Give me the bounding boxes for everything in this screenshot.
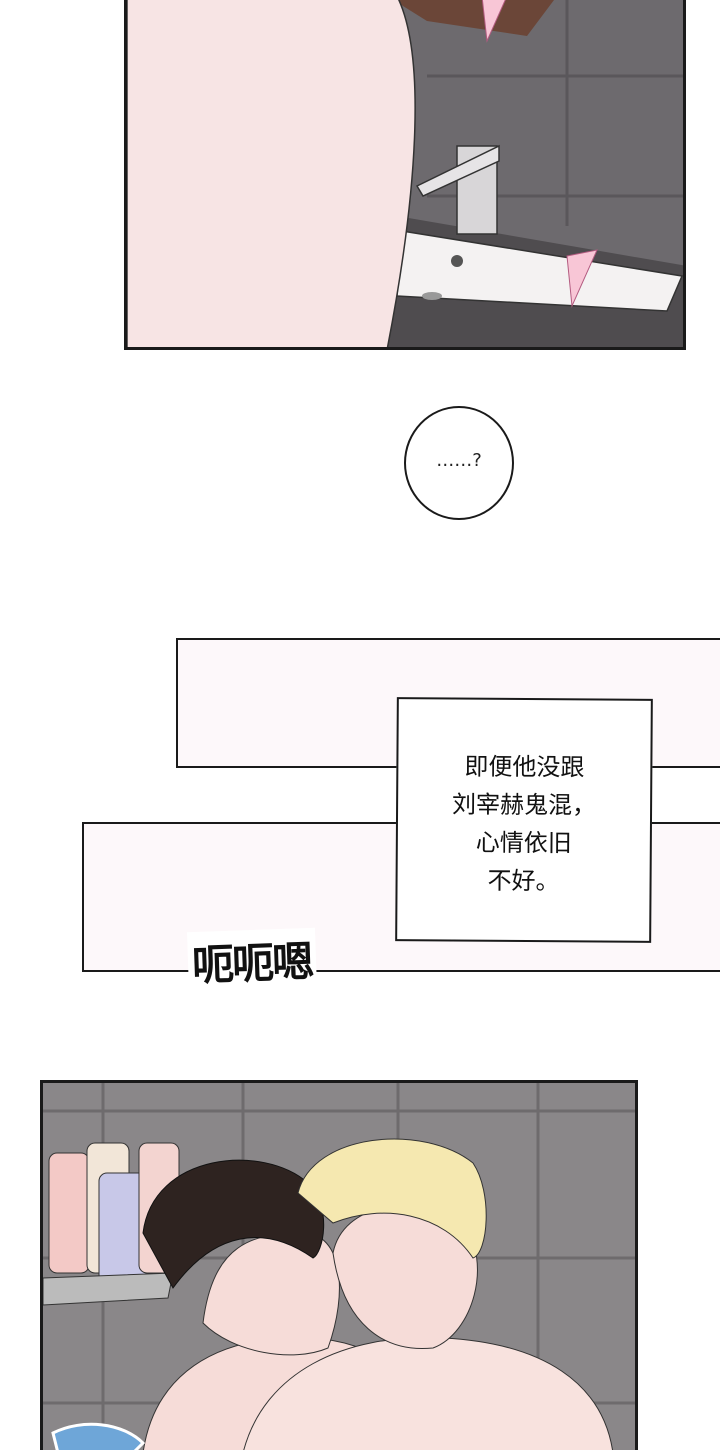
panel-bathroom-sink bbox=[124, 0, 686, 350]
shower-kiss-illustration bbox=[43, 1083, 635, 1450]
narration-line: 即便他没跟 bbox=[464, 752, 585, 782]
speech-bubble: ……? bbox=[404, 406, 514, 520]
sound-effect: 呃呃嗯 bbox=[186, 927, 318, 994]
narration-box: 即便他没跟 刘宰赫鬼混， 心情依旧 不好。 bbox=[395, 697, 653, 943]
bathroom-sink-illustration bbox=[127, 0, 683, 347]
narration-line: 刘宰赫鬼混， bbox=[452, 790, 597, 820]
speech-bubble-text: ……? bbox=[436, 450, 482, 471]
narration-text: 即便他没跟 刘宰赫鬼混， 心情依旧 不好。 bbox=[397, 747, 650, 901]
narration-line: 不好。 bbox=[487, 866, 560, 896]
narration-line: 心情依旧 bbox=[475, 828, 572, 858]
panel-shower-kiss bbox=[40, 1080, 638, 1450]
